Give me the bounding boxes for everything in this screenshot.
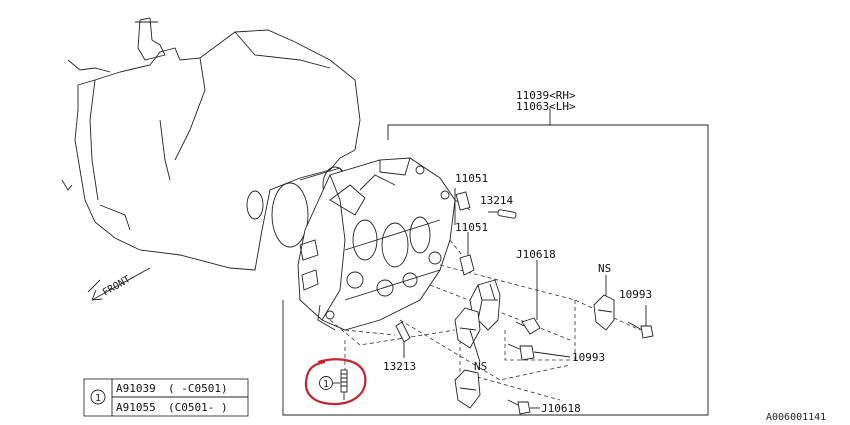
part-j10618-bottom: J10618	[507, 399, 581, 415]
camshaft-cap-lower	[454, 369, 481, 409]
callout-j10618-bottom: J10618	[541, 402, 581, 415]
part-13213: 13213	[383, 321, 416, 373]
part-11051-top: 11051	[454, 172, 488, 225]
stud-ref-number: 1	[323, 379, 329, 390]
callout-ns-mid: NS	[474, 360, 487, 373]
callout-11051-mid: 11051	[455, 221, 488, 234]
part-10993-right: 10993	[619, 288, 654, 339]
stud-reference: 1	[319, 369, 348, 400]
front-label: FRONT	[101, 274, 133, 299]
callout-13213: 13213	[383, 360, 416, 373]
callout-11063-lh: 11063<LH>	[516, 100, 576, 113]
legend-table: 1 A91039 ( -C0501) A91055 (C0501- )	[83, 378, 249, 417]
image-code: A006001141	[766, 412, 826, 423]
legend-row1-range: ( -C0501)	[168, 382, 228, 395]
camshaft-cap-mid: NS	[454, 307, 487, 373]
callout-10993-mid: 10993	[572, 351, 605, 364]
callout-j10618-top: J10618	[516, 248, 556, 261]
legend-ref-number: 1	[95, 393, 101, 404]
camshaft-cap-right: NS	[593, 262, 615, 331]
callout-11051-top: 11051	[455, 172, 488, 185]
legend-row2-range: (C0501- )	[168, 401, 228, 414]
highlight-marker	[304, 358, 367, 406]
legend-row1-part: A91039	[116, 382, 156, 395]
callout-ns-right: NS	[598, 262, 611, 275]
cylinder-head	[297, 157, 456, 331]
part-13214: 13214	[480, 194, 517, 219]
part-10993-mid: 10993	[507, 343, 605, 364]
callout-11039-rh: 11039<RH>	[516, 89, 576, 102]
guide-lines	[329, 199, 641, 401]
callout-bracket	[282, 124, 709, 416]
legend-row2-part: A91055	[116, 401, 156, 414]
part-11051-mid: 11051	[455, 221, 488, 276]
callout-13214: 13214	[480, 194, 513, 207]
callout-10993-right: 10993	[619, 288, 652, 301]
part-j10618-top: J10618	[515, 248, 556, 335]
front-arrow: FRONT	[87, 267, 151, 301]
